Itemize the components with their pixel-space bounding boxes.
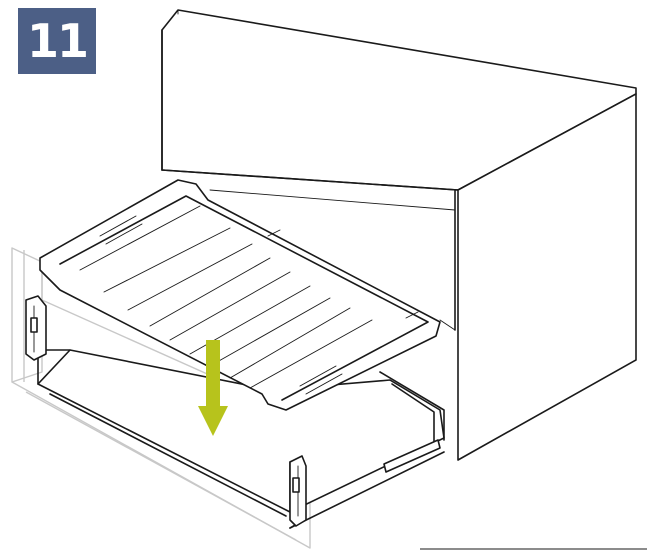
cabinet-bottom-edge [161,169,459,191]
tray-handle-right [305,373,343,395]
tray-handle-left [99,215,137,237]
step-number-badge: 11 [18,8,96,74]
cabinet-opening-edge [439,319,456,331]
tray-rib [229,307,351,379]
tray-rib [127,243,253,311]
drawer-insert-tray [39,179,441,411]
step-number: 11 [26,14,89,68]
tray-rib [149,257,271,327]
drawer-box [25,295,445,529]
cabinet-right-side [457,93,637,461]
drawer-bottom [37,349,445,513]
tray-notch [267,229,281,237]
drawer-runner [289,451,445,529]
tray-rib [103,227,231,293]
tray-handle-left [105,223,143,245]
cabinet-opening [209,189,456,331]
arrow-down-icon [198,340,228,436]
tray-rib [79,205,201,271]
tray-notch [405,311,419,319]
tray-inner-rim [59,195,429,401]
drawer-front-bottom [49,393,287,517]
tray-rib [169,271,291,341]
left-fitting-slot [30,317,38,333]
right-fitting-slot [292,477,300,493]
drawer-side-right-inner [391,383,435,443]
drawer-side-right [379,371,445,441]
tray-handle-right [299,365,337,387]
cabinet [161,9,637,461]
runner-slide [383,439,441,473]
tray-rib [249,319,373,389]
tray-rib [209,297,331,367]
